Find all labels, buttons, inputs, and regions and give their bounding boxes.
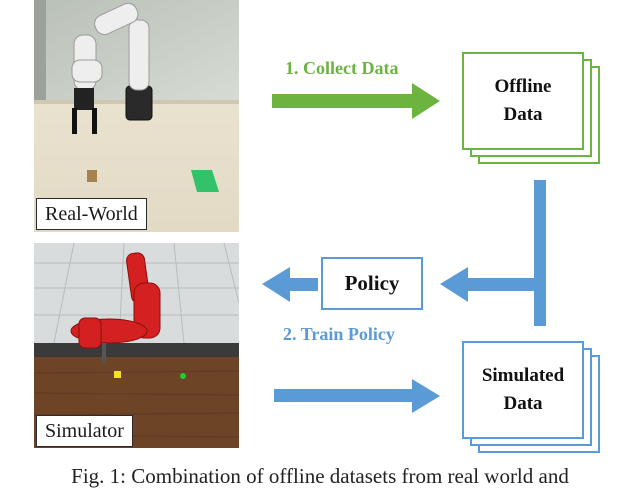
real-world-photo: Real-World [34, 0, 239, 232]
offline-line-2: Data [503, 104, 543, 125]
simulated-data-box: Simulated Data [462, 341, 584, 439]
simulated-line-1: Simulated [481, 365, 565, 386]
real-world-label: Real-World [36, 198, 147, 230]
offline-data-box: Offline Data [462, 52, 584, 150]
train-policy-label: 2. Train Policy [283, 324, 395, 344]
policy-box: Policy [321, 257, 423, 310]
train-connector [440, 180, 546, 326]
offline-line-1: Offline [494, 76, 552, 97]
collect-arrow [272, 83, 440, 119]
figure-caption: Fig. 1: Combination of offline datasets … [71, 464, 569, 488]
simulated-line-2: Data [503, 393, 543, 414]
simulator-render: Simulator [34, 243, 239, 448]
collect-data-label: 1. Collect Data [285, 58, 399, 78]
sim-to-data-arrow [274, 379, 440, 413]
simulator-label: Simulator [36, 415, 133, 447]
policy-to-sim-arrow [262, 267, 318, 302]
